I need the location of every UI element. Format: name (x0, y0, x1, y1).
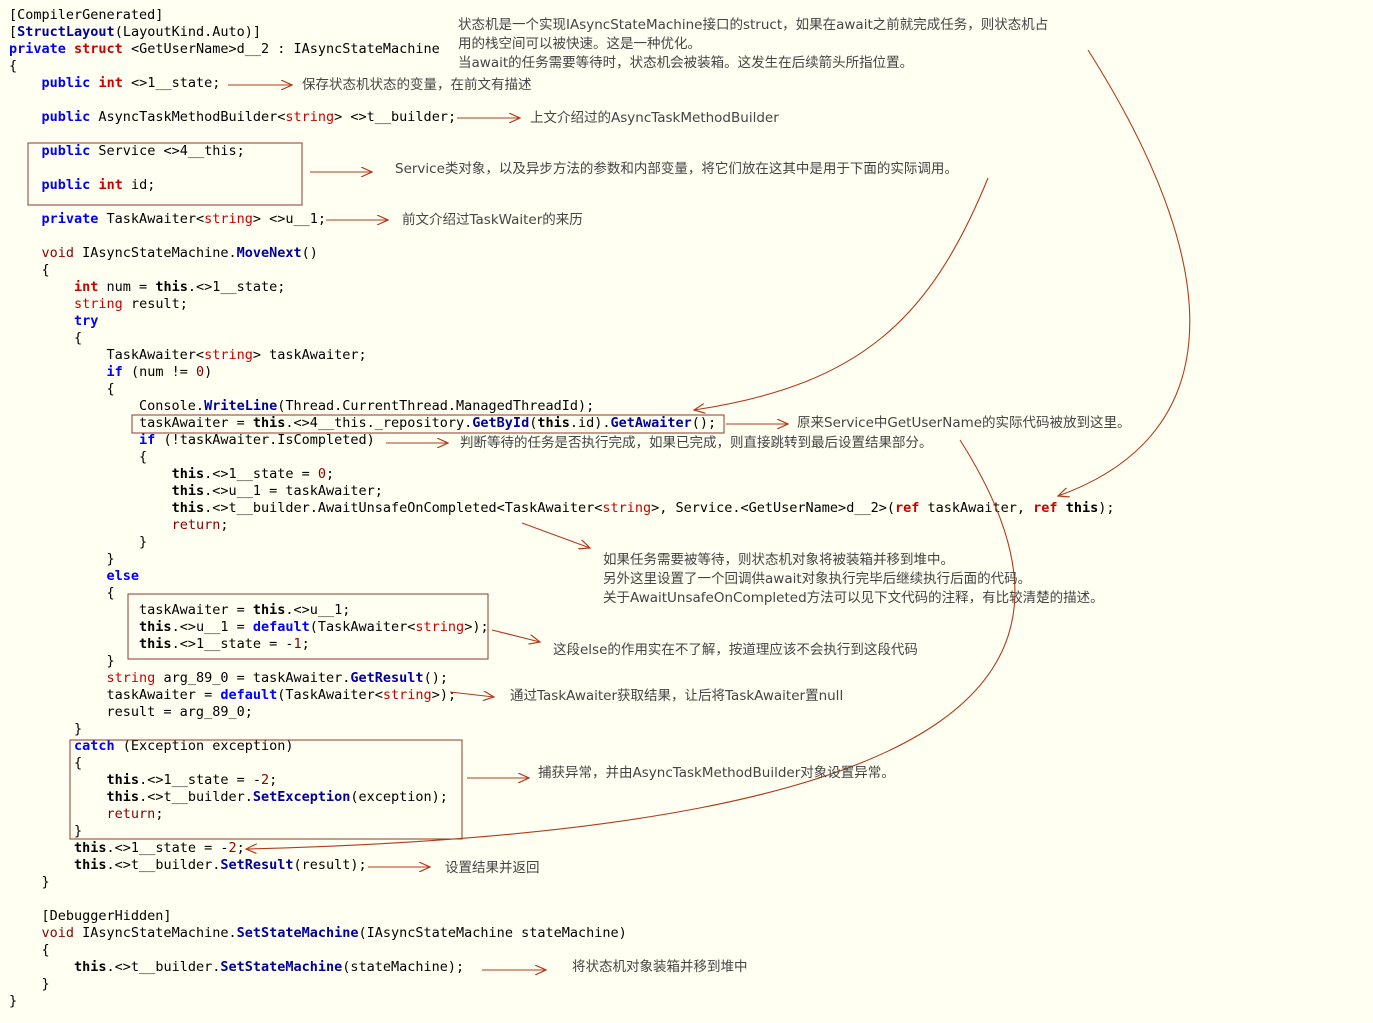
code-line: } (9, 874, 50, 890)
note-state: 保存状态机状态的变量，在前文有描述 (302, 77, 532, 93)
code-line: { (9, 585, 115, 601)
code-line: public int id; (41, 177, 156, 193)
code-line: this.<>1__state = -2; (106, 772, 278, 788)
code-line: else (106, 568, 140, 584)
code-line: { (9, 755, 83, 771)
code-line: taskAwaiter = this.<>u__1; (9, 602, 351, 618)
code-line: { (9, 262, 50, 278)
code-line: { (9, 381, 115, 397)
code-line: { (9, 942, 50, 958)
arrow-else (491, 629, 540, 642)
code-line: this.<>t__builder.SetResult(result); (74, 857, 367, 873)
code-listing: [CompilerGenerated][StructLayout(LayoutK… (9, 7, 1114, 1010)
code-line: void IAsyncStateMachine.SetStateMachine(… (41, 925, 627, 941)
code-line: { (9, 58, 18, 74)
code-line: } (9, 993, 18, 1009)
code-line: public Service <>4__this; (41, 143, 245, 159)
note-completed: 判断等待的任务是否执行完成，如果已完成，则直接跳转到最后设置结果部分。 (460, 435, 933, 451)
code-line: public int <>1__state; (41, 75, 221, 91)
arrow-boxing (521, 522, 590, 548)
code-line: this.<>t__builder.SetException(exception… (106, 789, 448, 805)
note-boxing: 如果任务需要被等待，则状态机对象将被装箱并移到堆中。 另外这里设置了一个回调供a… (603, 552, 1104, 606)
getbyid-line-box (131, 414, 725, 434)
code-line: Console.WriteLine(Thread.CurrentThread.M… (9, 398, 595, 414)
service-fields-box (27, 142, 303, 206)
code-line: return; (171, 517, 229, 533)
code-line: } (9, 551, 115, 567)
code-line: this.<>1__state = -1; (139, 636, 310, 652)
code-line: [StructLayout(LayoutKind.Auto)] (9, 24, 261, 40)
code-line: [CompilerGenerated] (9, 7, 164, 23)
code-line: this.<>t__builder.SetStateMachine(stateM… (74, 959, 465, 975)
code-line: this.<>t__builder.AwaitUnsafeOnCompleted… (171, 500, 1115, 516)
note-catch: 捕获异常，并由AsyncTaskMethodBuilder对象设置异常。 (538, 765, 895, 781)
code-line: } (9, 976, 50, 992)
note-set-state-machine: 将状态机对象装箱并移到堆中 (572, 959, 748, 975)
note-struct-intro: 状态机是一个实现IAsyncStateMachine接口的struct，如果在a… (458, 17, 1049, 71)
code-line: } (9, 823, 83, 839)
arrow-service-to-call (694, 177, 989, 410)
code-line: } (9, 653, 115, 669)
code-line: string result; (74, 296, 188, 312)
arrow-intro-to-boxing (1058, 49, 1191, 496)
code-line: { (9, 449, 148, 465)
code-line: void IAsyncStateMachine.MoveNext() (41, 245, 318, 261)
code-line: this.<>u__1 = default(TaskAwaiter<string… (139, 619, 489, 635)
code-line: private struct <GetUserName>d__2 : IAsyn… (9, 41, 440, 57)
code-line: string arg_89_0 = taskAwaiter.GetResult(… (106, 670, 448, 686)
note-awaiter: 前文介绍过TaskWaiter的来历 (402, 212, 583, 228)
else-block-box (127, 593, 489, 660)
note-service: Service类对象，以及异步方法的参数和内部变量，将它们放在这其中是用于下面的… (395, 161, 958, 177)
code-line: TaskAwaiter<string> taskAwaiter; (9, 347, 367, 363)
note-actual-code: 原来Service中GetUserName的实际代码被放到这里。 (797, 415, 1131, 431)
note-set-result: 设置结果并返回 (445, 860, 540, 876)
code-line: catch (Exception exception) (74, 738, 294, 754)
code-line: if (!taskAwaiter.IsCompleted) (139, 432, 375, 448)
note-get-result: 通过TaskAwaiter获取结果，让后将TaskAwaiter置null (510, 688, 844, 704)
code-line: private TaskAwaiter<string> <>u__1; (41, 211, 327, 227)
code-line: } (9, 721, 83, 737)
code-line: taskAwaiter = this.<>4__this._repository… (9, 415, 717, 431)
code-line: public AsyncTaskMethodBuilder<string> <>… (41, 109, 457, 125)
code-line: } (9, 534, 148, 550)
note-else-block: 这段else的作用实在不了解，按道理应该不会执行到这段代码 (553, 642, 918, 658)
code-line: this.<>1__state = 0; (171, 466, 335, 482)
code-line: result = arg_89_0; (9, 704, 253, 720)
arrow-get-result (449, 692, 494, 697)
code-line: taskAwaiter = default(TaskAwaiter<string… (9, 687, 457, 703)
code-line: try (74, 313, 99, 329)
code-line: this.<>u__1 = taskAwaiter; (171, 483, 383, 499)
catch-block-box (69, 739, 463, 840)
code-line: int num = this.<>1__state; (74, 279, 286, 295)
note-builder: 上文介绍过的AsyncTaskMethodBuilder (530, 110, 779, 126)
code-line: [DebuggerHidden] (9, 908, 172, 924)
code-line: if (num != 0) (106, 364, 213, 380)
code-line: { (9, 330, 83, 346)
code-line: return; (106, 806, 164, 822)
code-line: this.<>1__state = -2; (74, 840, 245, 856)
arrow-completed-to-result (246, 439, 1016, 849)
